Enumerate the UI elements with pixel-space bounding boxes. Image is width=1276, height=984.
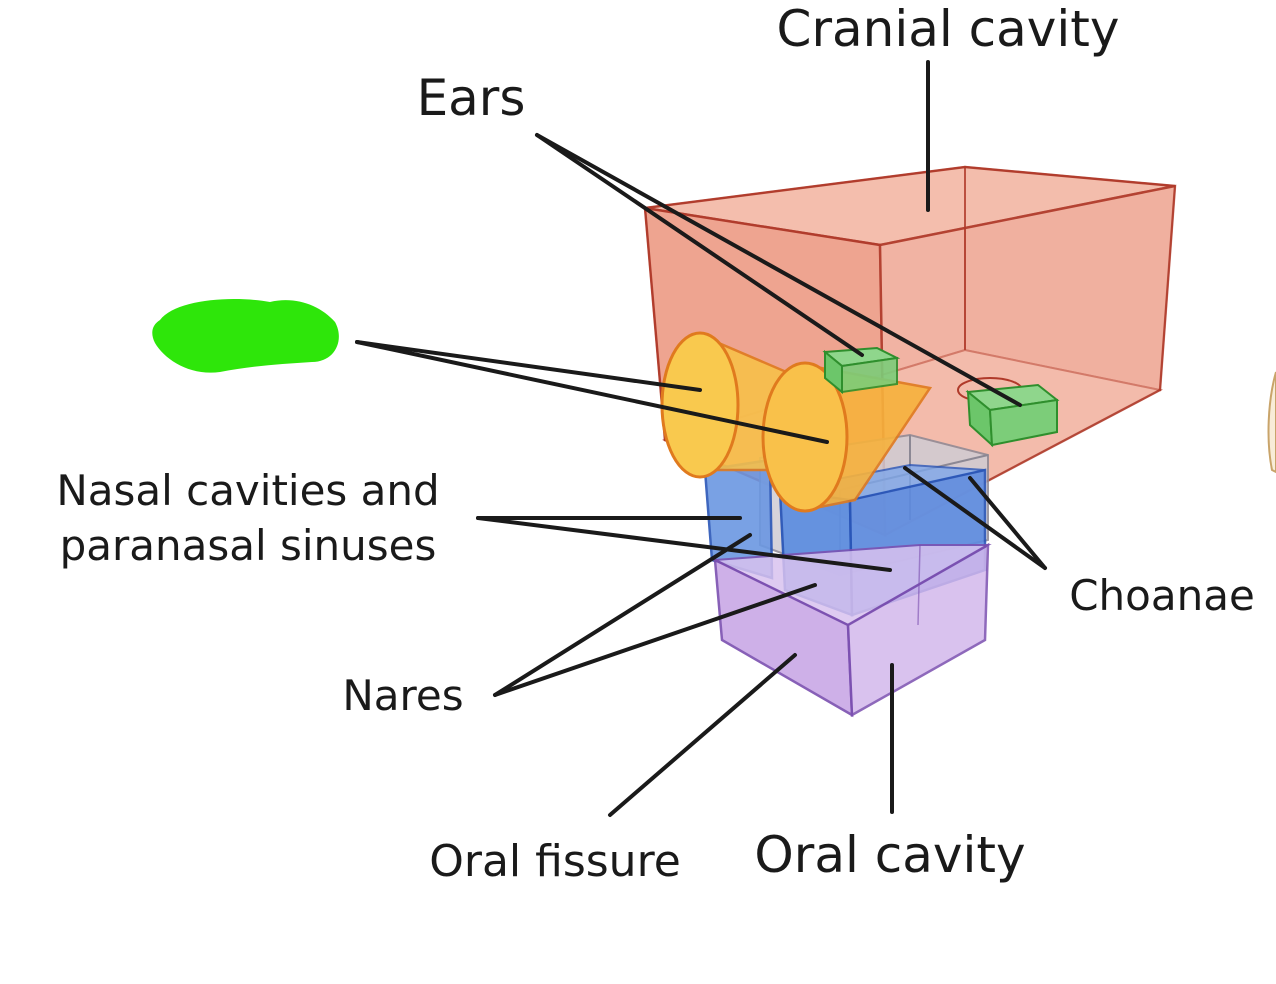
green-redaction-mark: [152, 299, 339, 373]
label-oral-fissure: Oral fissure: [429, 836, 681, 887]
leader-oral-fissure: [608, 653, 797, 817]
leader-orbit-2: [355, 340, 829, 444]
label-cranial-cavity: Cranial cavity: [777, 0, 1120, 58]
leader-nares-1: [493, 533, 752, 697]
leader-choanae-1: [903, 466, 1047, 570]
leader-orbit-1: [355, 340, 702, 392]
label-nasal-line2: paranasal sinuses: [60, 521, 437, 570]
label-choanae: Choanae: [1069, 571, 1255, 620]
leader-nares-2: [493, 583, 817, 697]
oral-cavity-box: [711, 542, 992, 718]
right-ear-box: [965, 383, 1060, 448]
leader-ears-1: [535, 133, 864, 357]
ear-boxes: [822, 346, 1060, 448]
leader-choanae-2: [968, 476, 1047, 570]
label-oral-cavity: Oral cavity: [754, 826, 1025, 884]
label-nasal-line1: Nasal cavities and: [56, 466, 439, 515]
leader-ears-2: [535, 133, 1022, 407]
labels: Cranial cavity Ears Nasal cavities and p…: [56, 0, 1254, 887]
label-ears: Ears: [417, 69, 526, 127]
edge-clipped-object: [1267, 371, 1276, 474]
leader-lines: [355, 60, 1047, 817]
label-nares: Nares: [342, 671, 463, 720]
orbit-cones: [660, 331, 933, 513]
leader-nasal-2: [476, 516, 892, 572]
left-ear-box: [822, 346, 901, 395]
